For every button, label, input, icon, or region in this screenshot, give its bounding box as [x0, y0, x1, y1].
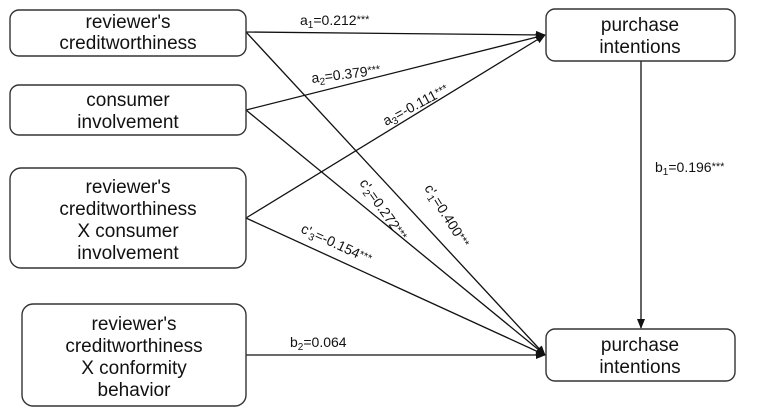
- node-consumer-involvement: consumer involvement: [9, 84, 247, 136]
- edges: [245, 30, 645, 359]
- node-text-line: reviewer's: [92, 314, 177, 335]
- node-text-line: intentions: [599, 37, 680, 58]
- node-text-line: X consumer: [77, 221, 179, 242]
- node-text-line: behavior: [98, 380, 172, 401]
- node-text-line: creditworthiness: [59, 199, 196, 220]
- node-purchase-intentions-bottom: purchase intentions: [545, 328, 736, 382]
- node-text-line: involvement: [77, 243, 179, 264]
- node-creditworthiness-x-involvement: reviewer's creditworthiness X consumer i…: [9, 167, 247, 269]
- edge-labels: a1=0.212*** a2=0.379*** a3=-0.111*** b1=…: [290, 12, 725, 353]
- edge-c2: [245, 109, 546, 356]
- node-text-line: reviewer's: [86, 12, 171, 33]
- edge-label-a3: a3=-0.111***: [380, 80, 453, 131]
- node-purchase-intentions-top: purchase intentions: [545, 8, 736, 62]
- node-text-line: purchase: [601, 15, 679, 36]
- edge-label-b1: b1=0.196***: [655, 159, 725, 178]
- edge-label-a1: a1=0.212***: [300, 12, 370, 31]
- node-reviewer-creditworthiness: reviewer's creditworthiness: [9, 9, 247, 57]
- node-text-line: X conformity: [81, 358, 187, 379]
- node-text-line: creditworthiness: [65, 336, 202, 357]
- edge-label-c3: c'3=-0.154***: [297, 220, 375, 270]
- edge-c1: [245, 31, 546, 356]
- edge-a1: [245, 30, 546, 39]
- edge-label-c1: c'1=0.400***: [419, 181, 473, 252]
- node-text-line: reviewer's: [86, 177, 171, 198]
- node-text-line: purchase: [601, 335, 679, 356]
- edge-label-b2: b2=0.064: [290, 334, 347, 353]
- node-text-line: creditworthiness: [59, 33, 196, 54]
- edge-a2: [245, 33, 546, 111]
- edge-a3: [245, 34, 546, 219]
- node-creditworthiness-x-conformity: reviewer's creditworthiness X conformity…: [21, 303, 247, 407]
- edge-label-a2: a2=0.379***: [310, 62, 382, 89]
- edge-label-c2: c'2=0.272***: [354, 176, 411, 246]
- node-text-line: involvement: [77, 112, 179, 133]
- edge-c3: [245, 217, 546, 356]
- node-text-line: intentions: [599, 357, 680, 378]
- node-text-line: consumer: [86, 90, 170, 111]
